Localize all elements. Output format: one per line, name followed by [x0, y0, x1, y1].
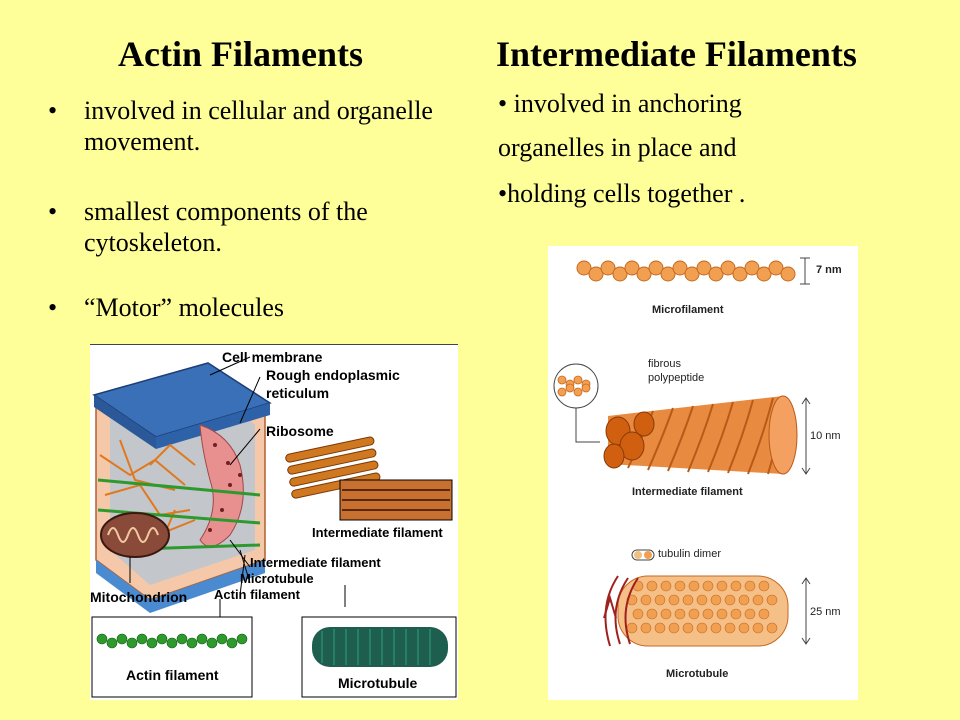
tubulin-dimer-label: tubulin dimer — [658, 548, 721, 560]
actin-bullet-1: • involved in cellular and organelle mov… — [48, 95, 440, 157]
intermediate-filaments-title: Intermediate Filaments — [496, 34, 857, 74]
microtubule-label: Microtubule — [240, 571, 314, 586]
size-7nm-label: 7 nm — [816, 264, 842, 276]
actin-filament-label-b: Actin filament — [126, 667, 219, 683]
cytoskeleton-illustration: Cell membrane Rough endoplasmic reticulu… — [90, 344, 458, 700]
rough-er-label-2: reticulum — [266, 385, 330, 401]
intermediate-filament-label-a: Intermediate filament — [312, 525, 443, 540]
intermediate-line-3: •holding cells together . — [498, 179, 746, 208]
intermediate-line-2: organelles in place and — [498, 133, 737, 162]
bullet-text: smallest components of the cytoskeleton. — [84, 197, 368, 257]
microtubule-label: Microtubule — [666, 668, 729, 680]
bullet-text: involved in cellular and organelle movem… — [84, 96, 433, 156]
ribosome-label: Ribosome — [266, 423, 334, 439]
microfilament-label: Microfilament — [652, 304, 724, 316]
intermediate-filament-label: Intermediate filament — [632, 486, 743, 498]
size-10nm-label: 10 nm — [810, 430, 841, 442]
polypeptide-label: polypeptide — [648, 372, 705, 384]
rough-er-label-1: Rough endoplasmic — [266, 367, 400, 383]
filament-types-illustration: 7 nm Microfilament fibrous polypeptide 1… — [548, 246, 858, 700]
bullet-dot: • — [48, 197, 58, 226]
intermediate-filament-label-b: Intermediate filament — [250, 555, 381, 570]
actin-bullet-2: • smallest components of the cytoskeleto… — [48, 196, 440, 258]
size-25nm-label: 25 nm — [810, 606, 841, 618]
actin-bullet-3: • “Motor” molecules — [48, 292, 440, 323]
intermediate-line-1: • involved in anchoring — [498, 89, 742, 118]
cell-membrane-label: Cell membrane — [222, 349, 323, 365]
actin-filaments-title: Actin Filaments — [118, 34, 363, 74]
mitochondrion-label: Mitochondrion — [90, 589, 188, 605]
cytoskeleton-drawing — [91, 356, 457, 698]
actin-filament-label-a: Actin filament — [214, 587, 300, 602]
bullet-dot: • — [48, 293, 58, 322]
fibrous-label: fibrous — [648, 358, 682, 370]
bullet-text: “Motor” molecules — [84, 293, 284, 322]
microtubule-label-b: Microtubule — [338, 675, 418, 691]
bullet-dot: • — [48, 96, 58, 125]
filament-types-drawing — [553, 257, 811, 647]
